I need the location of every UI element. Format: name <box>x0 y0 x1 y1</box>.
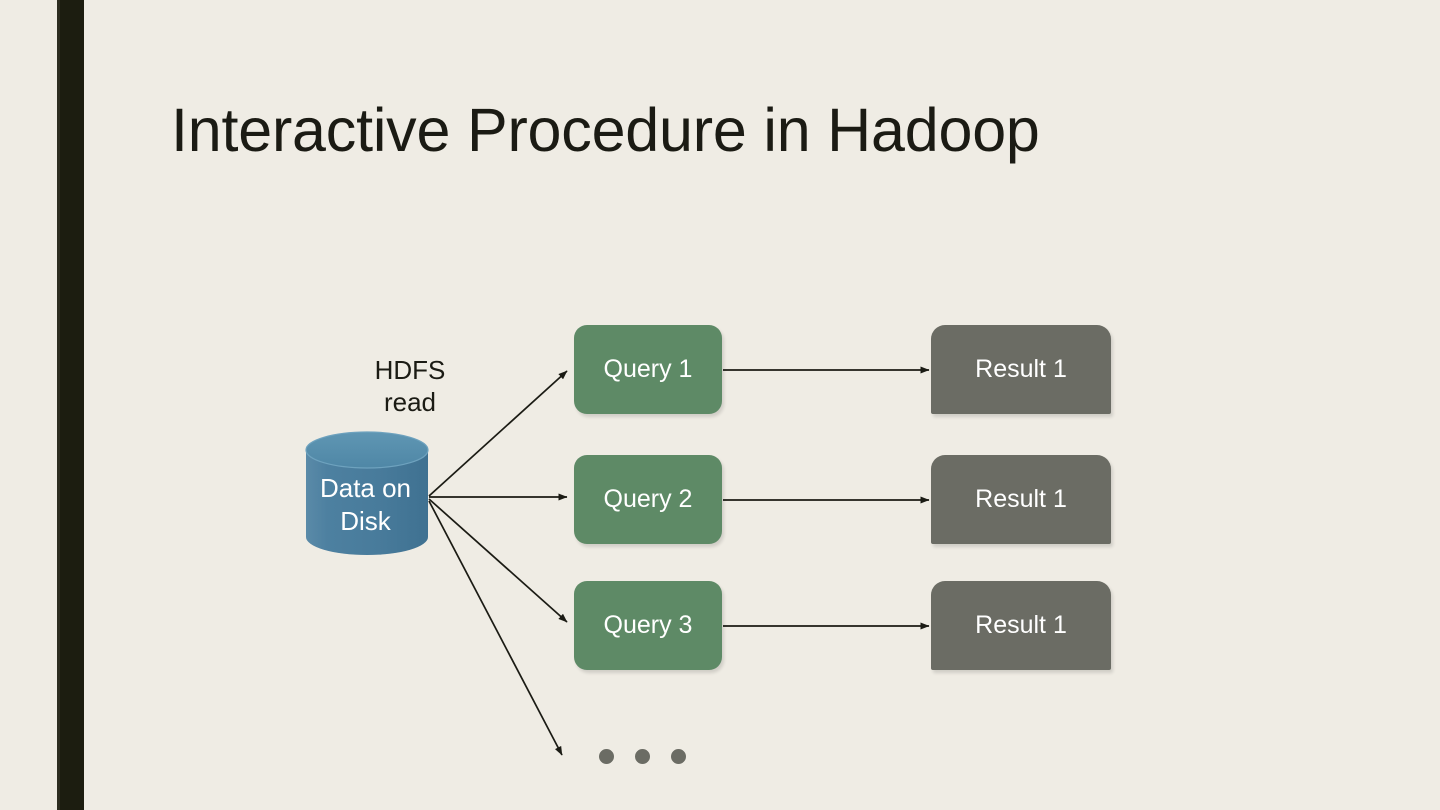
result-node-3[interactable]: Result 1 <box>931 581 1111 670</box>
hdfs-read-arrows <box>428 370 568 756</box>
left-accent-bar-highlight <box>57 0 60 810</box>
hdfs-read-label-line-1: HDFS <box>374 355 446 385</box>
query-node-2-label: Query 2 <box>603 485 693 513</box>
data-on-disk-cylinder <box>305 431 429 555</box>
ellipsis-dots <box>599 749 686 764</box>
query-node-2[interactable]: Query 2 <box>574 455 722 544</box>
hdfs-read-label: HDFS read <box>350 354 470 418</box>
arrow-disk-to-more <box>428 500 563 756</box>
result-node-2[interactable]: Result 1 <box>931 455 1111 544</box>
arrow-disk-to-query-1 <box>428 370 568 497</box>
query-result-arrows <box>723 366 930 630</box>
ellipsis-dot-2 <box>635 749 650 764</box>
hdfs-read-label-line-2: read <box>383 387 437 417</box>
left-accent-bar <box>57 0 84 810</box>
result-node-2-label: Result 1 <box>975 485 1067 513</box>
arrow-disk-to-query-3 <box>428 498 568 623</box>
data-on-disk-label: Data on Disk <box>303 472 428 538</box>
page-title: Interactive Procedure in Hadoop <box>171 96 1040 164</box>
query-node-1[interactable]: Query 1 <box>574 325 722 414</box>
query-node-3[interactable]: Query 3 <box>574 581 722 670</box>
query-node-1-label: Query 1 <box>603 355 693 383</box>
result-node-3-label: Result 1 <box>975 611 1067 639</box>
ellipsis-dot-3 <box>671 749 686 764</box>
ellipsis-dot-1 <box>599 749 614 764</box>
data-on-disk-label-line-2: Disk <box>340 506 391 536</box>
query-node-3-label: Query 3 <box>603 611 693 639</box>
data-on-disk-label-line-1: Data on <box>319 473 412 503</box>
result-node-1[interactable]: Result 1 <box>931 325 1111 414</box>
result-node-1-label: Result 1 <box>975 355 1067 383</box>
